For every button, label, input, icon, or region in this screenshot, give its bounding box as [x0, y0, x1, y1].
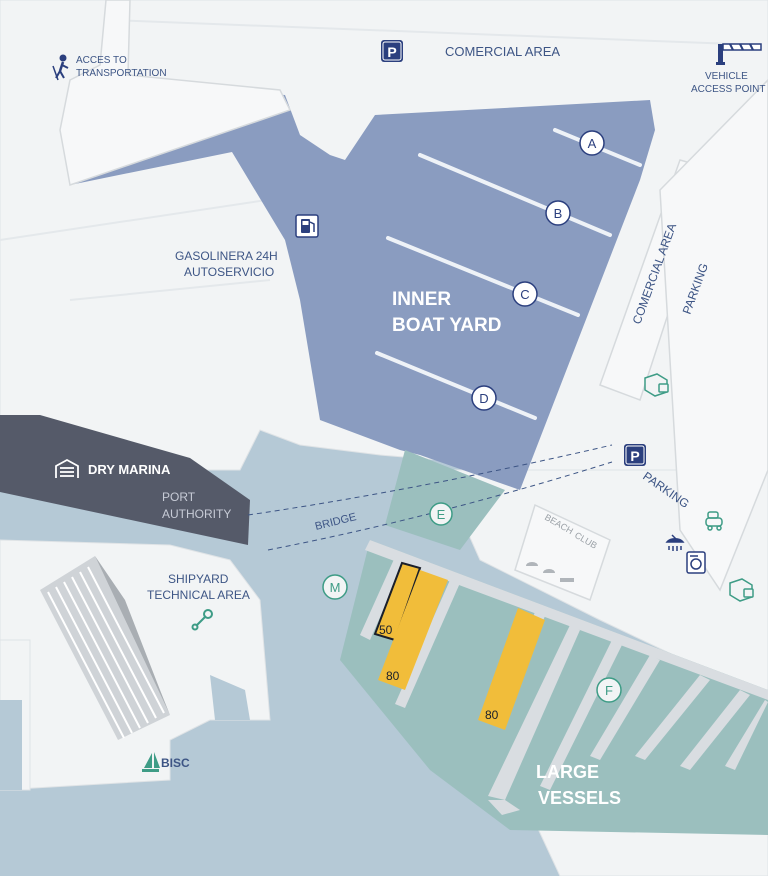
comercial-area-top-label: COMERCIAL AREA [445, 44, 560, 59]
marker-e[interactable]: E [429, 502, 453, 526]
berth-80-b-label: 80 [485, 708, 499, 722]
inner-yard-label-1: INNER [392, 289, 451, 310]
road-line [0, 194, 301, 241]
shower-icon [665, 534, 685, 551]
sailboat-icon [142, 752, 160, 772]
berth-80-a-shape[interactable] [378, 570, 448, 690]
garage-icon [55, 458, 79, 478]
yellow-berths [373, 561, 545, 730]
bisc-label: BISC [161, 756, 190, 770]
large-vessels-label-2: VESSELS [538, 788, 621, 808]
shipyard-label-2: TECHNICAL AREA [147, 588, 250, 602]
marker-m[interactable]: M [322, 574, 348, 600]
parking-mid-icon[interactable]: P [624, 444, 646, 466]
beach-umbrella-icons [526, 562, 574, 582]
port-authority-label-2: AUTHORITY [162, 507, 231, 521]
gas-label-2: AUTOSERVICIO [184, 265, 274, 279]
barrier-gate-icon [716, 43, 762, 65]
dry-marina-label: DRY MARINA [88, 462, 171, 477]
fuel-pump-icon[interactable] [295, 214, 319, 238]
parking-top-letter: P [387, 44, 396, 60]
pontoons [360, 540, 768, 815]
channel-left [0, 700, 22, 790]
storage-lock-icon-2 [729, 578, 754, 602]
dry-marina-area [0, 415, 250, 545]
large-vessels-label-1: LARGE [536, 762, 599, 782]
washing-machine-icon [686, 551, 706, 574]
port-authority-label-1: PORT [162, 490, 196, 504]
marker-d[interactable]: D [471, 385, 497, 411]
marker-c-label: C [520, 287, 529, 302]
parking-mid-letter: P [630, 448, 639, 464]
road-line-3 [109, 19, 761, 46]
transport-label-2: TRANSPORTATION [76, 68, 167, 79]
berth-numbers: 50 80 80 [379, 623, 499, 722]
marker-c[interactable]: C [512, 281, 538, 307]
vehicle-label-1: VEHICLE [705, 71, 748, 82]
marker-b[interactable]: B [545, 200, 571, 226]
inner-yard-label-2: BOAT YARD [392, 315, 501, 336]
vehicle-label-2: ACCESS POINT [691, 84, 765, 95]
marker-a-label: A [588, 136, 597, 151]
road-line-2 [69, 279, 271, 301]
berth-50-label: 50 [379, 623, 393, 637]
zone-e-area [385, 450, 505, 550]
berth-80-b-shape[interactable] [478, 608, 545, 730]
transport-label-1: ACCES TO [76, 55, 127, 66]
parking-top-icon[interactable]: P [381, 40, 403, 62]
marker-b-label: B [554, 206, 563, 221]
marker-a[interactable]: A [579, 130, 605, 156]
storage-lock-icon [644, 373, 669, 397]
inner-boat-yard-area [70, 80, 655, 490]
beach-club-building [514, 503, 611, 601]
shipyard-label-1: SHIPYARD [168, 572, 229, 586]
car-charging-icon [705, 511, 723, 531]
wrench-icon [191, 609, 213, 631]
marker-d-label: D [479, 391, 488, 406]
marker-m-label: M [330, 580, 341, 595]
pier-markers: A B C D E M F [322, 130, 622, 703]
buildings [59, 0, 768, 592]
channel-shipyard [210, 675, 250, 720]
shipyard-building [40, 556, 170, 740]
marker-f-label: F [605, 683, 613, 698]
berth-lines [375, 128, 642, 420]
walking-person-icon [52, 54, 69, 81]
gas-label-1: GASOLINERA 24H [175, 249, 278, 263]
berth-80-a-label: 80 [386, 669, 400, 683]
marker-e-label: E [437, 507, 446, 522]
marker-f[interactable]: F [596, 677, 622, 703]
